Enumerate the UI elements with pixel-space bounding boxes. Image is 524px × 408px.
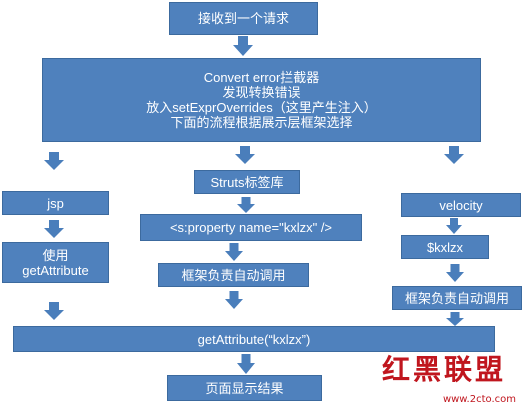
framework-call-mid-box: 框架负责自动调用 — [158, 263, 309, 287]
velocity-box: velocity — [401, 193, 521, 217]
convert-line-1: Convert error拦截器 — [203, 70, 320, 85]
arrow-getattribute-to-result — [237, 354, 255, 374]
jsp-label: jsp — [47, 195, 64, 211]
kxlzx-var-box: $kxlzx — [401, 235, 489, 259]
watermark-url: www.2cto.com — [442, 394, 516, 405]
arrow-frameworkright-to-getattribute — [446, 312, 464, 326]
request-box: 接收到一个请求 — [169, 2, 318, 35]
convert-line-3: 放入setExprOverrides（这里产生注入） — [146, 100, 377, 115]
arrow-convert-to-velocity — [444, 146, 464, 164]
s-property-label: <s:property name="kxlzx" /> — [169, 220, 333, 235]
struts-tags-box: Struts标签库 — [194, 170, 300, 194]
arrow-velocity-to-kxlzx — [446, 218, 462, 234]
framework-call-right-box: 框架负责自动调用 — [392, 286, 522, 310]
arrow-struts-to-sproperty — [237, 197, 255, 213]
framework-call-right-label: 框架负责自动调用 — [404, 290, 509, 306]
framework-call-mid-label: 框架负责自动调用 — [181, 267, 286, 283]
jsp-box: jsp — [2, 191, 109, 215]
page-result-label: 页面显示结果 — [205, 380, 284, 396]
kxlzx-var-label: $kxlzx — [426, 239, 464, 255]
velocity-label: velocity — [439, 197, 483, 213]
watermark-logo: 红黑联盟 — [381, 353, 506, 386]
use-getattribute-box: 使用 getAttribute — [2, 242, 109, 283]
arrow-use-to-getattribute — [44, 302, 64, 320]
convert-line-4: 下面的流程根据展示层框架选择 — [170, 115, 353, 130]
arrow-frameworkmid-to-getattribute — [225, 291, 243, 309]
getattribute-call-box: getAttribute(“kxlzx”) — [13, 326, 495, 352]
page-result-box: 页面显示结果 — [167, 375, 322, 401]
arrow-kxlzx-to-frameworkright — [446, 264, 464, 282]
convert-interceptor-box: Convert error拦截器 发现转换错误 放入setExprOverrid… — [42, 58, 481, 142]
arrow-convert-to-struts — [235, 146, 255, 164]
arrow-convert-to-jsp — [44, 152, 64, 170]
s-property-box: <s:property name="kxlzx" /> — [140, 214, 362, 241]
arrow-sproperty-to-frameworkmid — [225, 243, 243, 261]
request-label: 接收到一个请求 — [197, 11, 289, 26]
arrow-jsp-to-use — [44, 220, 64, 238]
use-getattribute-line-2: getAttribute — [22, 262, 89, 278]
getattribute-call-label: getAttribute(“kxlzx”) — [197, 331, 311, 347]
convert-line-2: 发现转换错误 — [222, 85, 301, 100]
struts-tags-label: Struts标签库 — [210, 174, 284, 190]
arrow-request-to-convert — [233, 36, 253, 56]
use-getattribute-line-1: 使用 — [42, 247, 69, 263]
